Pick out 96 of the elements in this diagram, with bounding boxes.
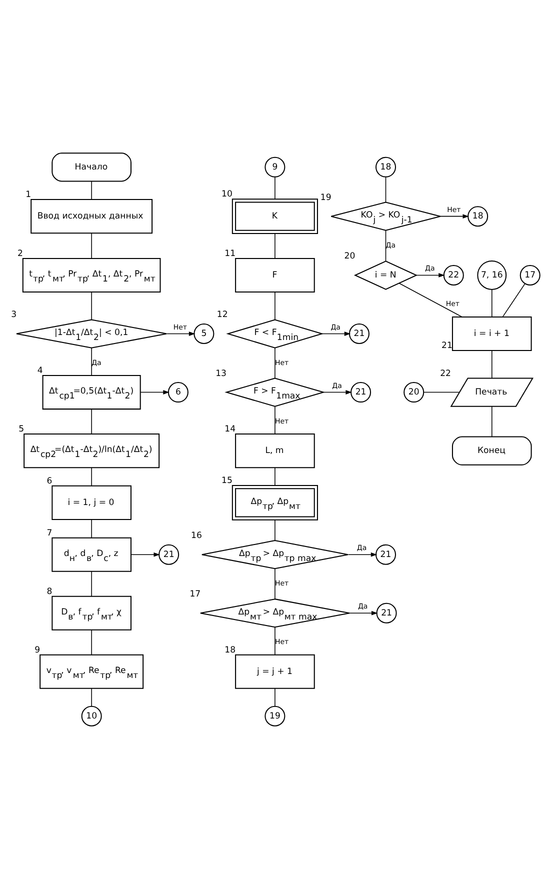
node-box: i = 1, j = 0	[52, 485, 132, 520]
node-circle: 18	[376, 156, 396, 178]
connector	[91, 571, 92, 597]
edge-label: Нет	[447, 204, 461, 214]
arrow	[348, 552, 378, 557]
node-label: 7	[46, 528, 52, 538]
connector	[274, 520, 276, 541]
arrow	[349, 610, 378, 616]
node-label: 16	[191, 531, 202, 542]
edge-label: Нет	[274, 578, 289, 588]
node-label: 22	[440, 368, 452, 379]
edge-label: Нет	[274, 637, 289, 646]
node-circle: 6	[168, 382, 188, 403]
node-label: 15	[222, 476, 232, 486]
connector	[398, 282, 462, 318]
node-label: 11	[224, 248, 236, 259]
node-label: 17	[190, 590, 201, 600]
node-box: j = j + 1	[235, 654, 315, 689]
node-label: 21	[442, 341, 452, 352]
node-circle: 10	[81, 706, 102, 726]
node-circle: 21	[348, 324, 370, 344]
node-circle: 21	[376, 602, 397, 624]
node-label: 8	[46, 586, 52, 597]
node-circle: 9	[264, 156, 286, 178]
node-label: 14	[224, 424, 236, 435]
connector	[91, 233, 92, 259]
node-label: 12	[216, 310, 228, 320]
node-label: 20	[344, 252, 356, 262]
edge-label: Нет	[173, 322, 188, 332]
connector	[274, 568, 276, 600]
node-box: L, m	[235, 434, 315, 468]
node-circle: 18	[468, 206, 488, 227]
edge-label: Да	[356, 543, 367, 552]
node-label: 1	[26, 190, 32, 200]
node-circle: 21	[158, 544, 180, 565]
arrow	[166, 332, 196, 336]
node-box: K	[232, 198, 318, 234]
connector	[91, 688, 92, 707]
arrow	[322, 332, 351, 336]
node-box: Начало	[52, 152, 132, 182]
node-label: 3	[11, 310, 17, 320]
edge-label: Нет	[446, 299, 460, 308]
node-label: 5	[18, 424, 24, 435]
connector	[274, 292, 276, 320]
edge-label: Да	[358, 602, 368, 611]
edge-label: Нет	[274, 358, 289, 367]
connector	[502, 283, 526, 318]
node-diamond: i = N	[354, 260, 418, 290]
connector	[274, 406, 276, 434]
connector	[91, 292, 92, 320]
connector	[274, 467, 276, 486]
node-circle: 17	[520, 264, 540, 286]
node-box: Ввод исходных данных	[30, 199, 153, 234]
edge-label: Да	[386, 240, 396, 250]
connector	[91, 348, 92, 376]
node-label: 4	[37, 366, 43, 376]
edge-label: Да	[330, 322, 340, 332]
node-circle: 21	[376, 544, 396, 565]
connector	[91, 408, 92, 434]
node-circle: 5	[194, 324, 214, 344]
node-circle: 22	[443, 264, 464, 286]
connector	[274, 348, 276, 378]
arrow	[440, 214, 469, 219]
node-circle: 21	[350, 382, 372, 403]
arrow	[130, 552, 160, 557]
node-label: 10	[222, 190, 232, 200]
node-label: 6	[46, 476, 52, 486]
connector	[274, 176, 276, 200]
edge-label: Да	[92, 358, 102, 367]
arrow	[416, 273, 445, 278]
node-box: F	[235, 258, 315, 293]
node-label: 9	[34, 645, 40, 656]
connector	[91, 181, 92, 200]
node-circle: 19	[264, 706, 286, 726]
node-label: 18	[224, 645, 236, 656]
connector	[385, 230, 386, 262]
edge-label: Нет	[274, 416, 289, 426]
node-circle: 7, 16	[477, 260, 507, 290]
node-label: 2	[17, 248, 23, 259]
node-label: 19	[320, 192, 332, 203]
connector	[274, 627, 276, 656]
arrow	[323, 390, 352, 394]
connector	[385, 176, 386, 203]
connector	[423, 392, 460, 393]
node-circle: 20	[404, 382, 424, 403]
connector	[274, 688, 276, 707]
node-label: 13	[216, 368, 227, 379]
connector	[274, 233, 276, 259]
edge-label: Да	[332, 380, 342, 390]
connector	[91, 519, 92, 538]
connector	[91, 467, 92, 486]
connector	[91, 630, 92, 656]
edge-label: Да	[425, 264, 435, 273]
arrow	[140, 390, 170, 394]
node-box: Конец	[452, 436, 532, 466]
node-box: i = i + 1	[452, 316, 532, 352]
